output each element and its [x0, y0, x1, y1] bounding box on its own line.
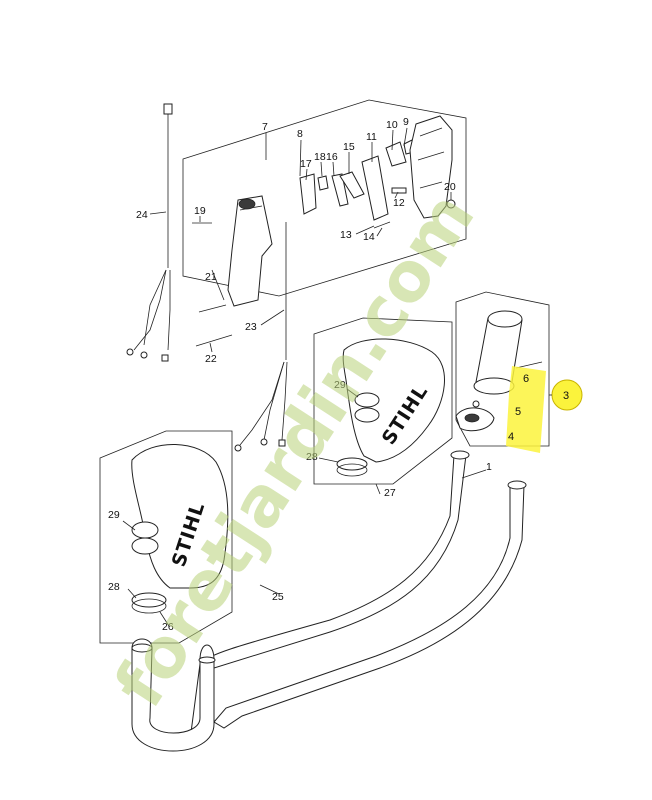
small-parts-17-18-16 [299, 173, 349, 215]
clamp-28-left [131, 592, 167, 614]
frame-right-guard [313, 317, 453, 485]
frame-control-handle [182, 99, 467, 297]
label-27: 27 [384, 487, 396, 499]
label-15: 15 [343, 141, 355, 153]
caps-29-right [354, 392, 380, 423]
trigger-parts-11-12 [361, 155, 407, 221]
label-21: 21 [205, 271, 217, 283]
label-14: 14 [363, 231, 375, 243]
throttle-cable-23 [234, 222, 288, 452]
label-19: 19 [194, 205, 206, 217]
label-17: 17 [300, 158, 312, 170]
lever-15 [339, 171, 365, 199]
grip-assembly-3 [455, 310, 543, 432]
screw-13-14 [373, 221, 391, 229]
throttle-cable-24 [126, 103, 173, 362]
label-26: 26 [162, 621, 174, 633]
label-16: 16 [326, 151, 338, 163]
frame-grip [455, 291, 550, 447]
label-5: 5 [515, 406, 521, 418]
label-18: 18 [314, 151, 326, 163]
frame-left-guard [99, 430, 233, 644]
caps-29-left [131, 521, 159, 555]
label-13: 13 [340, 229, 352, 241]
label-8: 8 [297, 128, 303, 140]
screw-21 [198, 304, 227, 313]
label-4: 4 [508, 431, 514, 443]
label-3: 3 [563, 390, 569, 402]
label-25: 25 [272, 591, 284, 603]
label-28-right: 28 [306, 451, 318, 463]
label-24: 24 [136, 209, 148, 221]
label-1: 1 [486, 461, 492, 473]
label-29-right: 29 [334, 379, 346, 391]
highlight-parts-4-6 [506, 366, 546, 453]
label-23: 23 [245, 321, 257, 333]
handlebar-tube-1 [131, 450, 527, 752]
handle-housing-21 [227, 195, 273, 307]
label-29-left: 29 [108, 509, 120, 521]
screw-22 [195, 334, 233, 347]
label-10: 10 [386, 119, 398, 131]
label-28-left: 28 [108, 581, 120, 593]
part-labels: 7 8 9 10 11 15 16 18 17 12 20 19 24 13 1… [108, 116, 569, 633]
label-20: 20 [444, 181, 456, 193]
handle-shell-7 [409, 115, 453, 219]
label-7: 7 [262, 121, 268, 133]
label-22: 22 [205, 353, 217, 365]
hand-guard-25: STIHL [131, 444, 229, 589]
clamp-28-right [336, 457, 368, 477]
label-9: 9 [403, 116, 409, 128]
label-11: 11 [366, 131, 377, 143]
leader-lines [122, 127, 552, 627]
label-12: 12 [393, 197, 405, 209]
label-6: 6 [523, 373, 529, 385]
